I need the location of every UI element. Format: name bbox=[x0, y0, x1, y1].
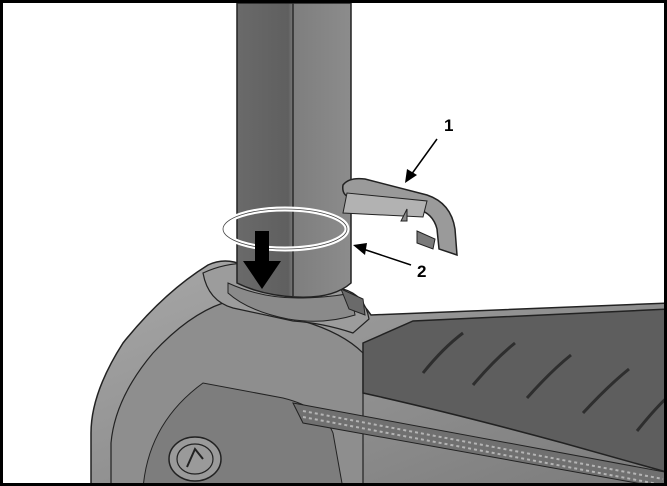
grille-band bbox=[292, 402, 664, 483]
logo-emblem-icon bbox=[168, 436, 222, 482]
callout-1: 1 bbox=[405, 116, 453, 183]
handle-pole bbox=[236, 3, 352, 298]
down-arrow-icon bbox=[243, 231, 281, 289]
callout-arrow-icon bbox=[362, 248, 412, 266]
clip bbox=[342, 177, 458, 257]
callout-2-label: 2 bbox=[417, 262, 426, 281]
callout-1-label: 1 bbox=[444, 116, 453, 135]
grip-panel bbox=[362, 308, 664, 473]
latch-notch bbox=[340, 288, 366, 316]
callout-arrow-icon bbox=[410, 138, 438, 176]
ring bbox=[220, 206, 350, 252]
callout-2: 2 bbox=[353, 243, 426, 281]
assembly-illustration: 1 2 bbox=[90, 3, 664, 483]
